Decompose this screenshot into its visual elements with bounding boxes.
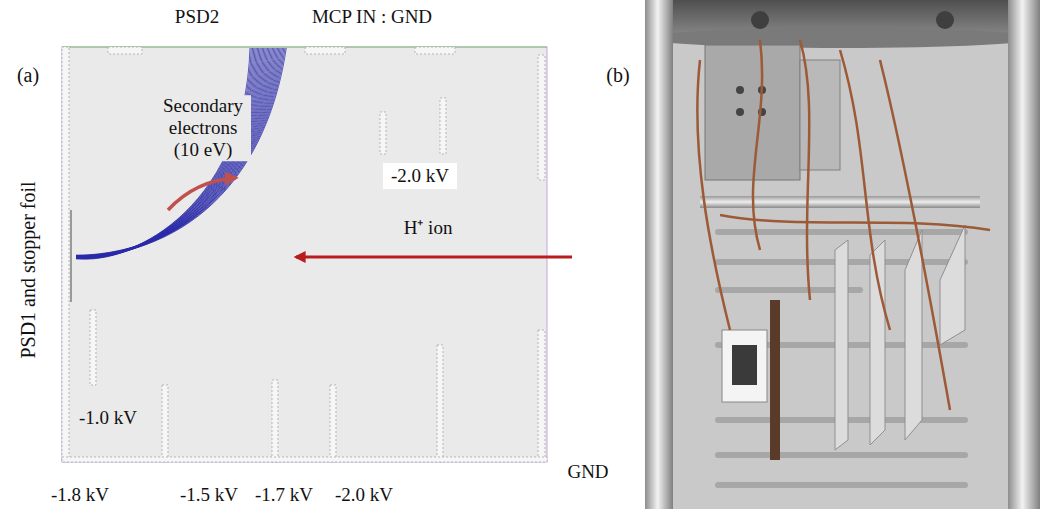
- electron-trajectory: [76, 48, 276, 256]
- flange-hole: [751, 11, 769, 29]
- electron-arrow: [168, 178, 236, 210]
- electron-trajectory: [76, 48, 273, 258]
- electrode: [538, 330, 545, 460]
- electron-trajectory: [76, 48, 269, 256]
- rod: [718, 452, 965, 458]
- cross-bar: [700, 196, 980, 208]
- wire: [720, 215, 990, 230]
- electron-trajectory: [76, 48, 250, 257]
- stopper-plate: [770, 300, 780, 460]
- voltage-label: -1.8 kV: [51, 484, 109, 506]
- electron-trajectory: [76, 48, 268, 259]
- panel-letter: (b): [606, 64, 629, 87]
- electrode: [538, 55, 545, 180]
- screw-hole: [736, 108, 744, 116]
- potential-label: MCP IN : GND: [312, 6, 432, 28]
- electrode: [62, 47, 69, 462]
- electron-trajectory: [76, 48, 263, 256]
- electron-trajectory: [76, 48, 254, 259]
- electron-trajectory: [76, 48, 274, 259]
- screw-hole: [736, 86, 744, 94]
- electrode: [90, 310, 96, 385]
- electrode: [272, 380, 278, 462]
- electrode-plate: [870, 240, 885, 445]
- voltage-label: -1.0 kV: [77, 407, 139, 429]
- figure-part: [718, 232, 965, 485]
- electron-trajectory: [76, 48, 285, 258]
- electron-trajectory: [76, 48, 270, 256]
- voltage-label: -2.0 kV: [335, 484, 393, 506]
- voltage-label: -1.7 kV: [255, 484, 313, 506]
- detector-name: PSD1 and stopper foil: [17, 181, 40, 358]
- detector-window: [732, 345, 757, 385]
- potential-label: GND: [567, 461, 608, 483]
- wire: [697, 60, 730, 330]
- electron-trajectory: [76, 48, 286, 259]
- electrode: [415, 47, 455, 54]
- wire: [840, 50, 890, 330]
- electron-trajectory: [76, 48, 256, 256]
- voltage-label: -1.5 kV: [180, 484, 238, 506]
- electron-trajectory: [76, 48, 279, 258]
- stopper-foil: [70, 210, 72, 302]
- electron-trajectory: [76, 48, 271, 257]
- electron-trajectory: [76, 48, 281, 255]
- electron-trajectory: [76, 48, 261, 259]
- panel-letter: (a): [17, 64, 39, 87]
- support-post: [645, 0, 673, 509]
- electron-note: Secondary electrons (10 eV): [155, 95, 251, 161]
- figure-part: [835, 225, 965, 450]
- photo-background: [645, 0, 1040, 509]
- ion-label: H⁺ ion: [402, 217, 455, 239]
- electrode: [440, 98, 446, 154]
- electrode: [437, 345, 443, 462]
- electrode: [330, 385, 336, 462]
- figure-part: [697, 40, 990, 410]
- mount-block: [705, 45, 800, 180]
- top-flange: [645, 28, 1039, 48]
- electron-trajectory: [76, 48, 278, 257]
- electron-trajectory: [76, 48, 253, 258]
- electrode: [162, 385, 168, 462]
- electrode-plate: [940, 225, 965, 345]
- electrode-plate: [835, 240, 848, 450]
- electrode-plate: [905, 230, 922, 440]
- electrode: [305, 47, 345, 54]
- detector-name: PSD2: [175, 6, 219, 28]
- flange-hole: [936, 11, 954, 29]
- electron-trajectory: [76, 48, 265, 257]
- electron-trajectory: [76, 48, 266, 258]
- electron-trajectory: [76, 48, 260, 258]
- rod: [718, 482, 965, 488]
- detector-holder: [722, 330, 767, 402]
- ion-arrow: [296, 256, 572, 259]
- electron-trajectory: [76, 48, 275, 255]
- electron-trajectory: [76, 48, 255, 259]
- figure-part: [62, 47, 547, 462]
- electrode: [380, 112, 386, 154]
- electrode: [108, 47, 142, 54]
- electron-trajectory: [76, 48, 259, 257]
- wire: [800, 40, 810, 300]
- support-post: [1008, 0, 1040, 509]
- electron-trajectory: [76, 48, 258, 257]
- electron-trajectory: [76, 48, 251, 258]
- electron-trajectory: [76, 48, 264, 256]
- field-region: [62, 47, 547, 462]
- wire: [880, 60, 950, 410]
- electrode: [62, 457, 547, 462]
- trajectory-group: [76, 48, 286, 259]
- electron-trajectory: [76, 48, 280, 259]
- voltage-label: -2.0 kV: [383, 163, 457, 189]
